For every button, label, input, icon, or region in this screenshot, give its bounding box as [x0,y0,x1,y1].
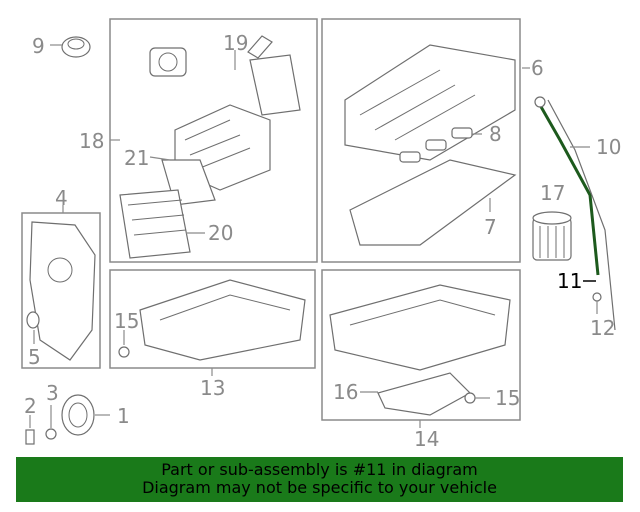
callout-2: 2 [24,394,37,418]
bolt-2-part [25,429,35,445]
callout-3: 3 [46,381,59,405]
callout-21: 21 [124,146,149,170]
banner-line-1: Part or sub-assembly is #11 in diagram [161,460,478,479]
banner-line-2: Diagram may not be specific to your vehi… [142,478,497,497]
callout-4: 4 [55,186,68,210]
callout-1: 1 [117,404,130,428]
bracket-part [249,54,301,116]
group-box-lower-oil-pan [321,269,521,421]
callout-19: 19 [223,31,248,55]
callout-10: 10 [596,135,621,159]
oil-filter-part [532,211,572,261]
callout-15-lower: 15 [495,386,520,410]
callout-7: 7 [484,215,497,239]
plug-15-upper-part [118,346,130,358]
group-box-valve-cover [321,18,521,263]
callout-14: 14 [414,427,439,451]
callout-12: 12 [590,316,615,340]
oil-sump-16-part [377,372,471,416]
valve-cover-gasket-part [349,159,517,246]
callout-5: 5 [28,345,41,369]
upper-oil-pan-part [139,279,306,361]
drain-plug-15-lower-part [464,392,476,404]
intake-hose-part [247,35,273,59]
callout-20: 20 [208,221,233,245]
callout-18: 18 [79,129,104,153]
callout-6: 6 [531,56,544,80]
oil-cooler-part [119,189,191,259]
callout-13: 13 [200,376,225,400]
lower-oil-pan-part [329,284,511,371]
dipstick-assembly-part [534,96,616,331]
crank-pulley-part [61,394,95,436]
callout-8: 8 [489,122,502,146]
callout-16: 16 [333,380,358,404]
group-box-timing-cover [21,212,101,369]
coil-seals-part [399,127,473,163]
callout-17: 17 [540,181,565,205]
callout-9: 9 [32,34,45,58]
part-info-banner: Part or sub-assembly is #11 in diagram D… [16,457,623,502]
callout-11-highlighted: 11 [557,269,582,293]
throttle-body-part [149,47,187,77]
timing-cover-part [26,221,96,361]
callout-15-upper: 15 [114,309,139,333]
washer-3-part [45,428,57,440]
o-ring-12-part [592,292,602,302]
oil-filler-cap-part [61,36,91,58]
